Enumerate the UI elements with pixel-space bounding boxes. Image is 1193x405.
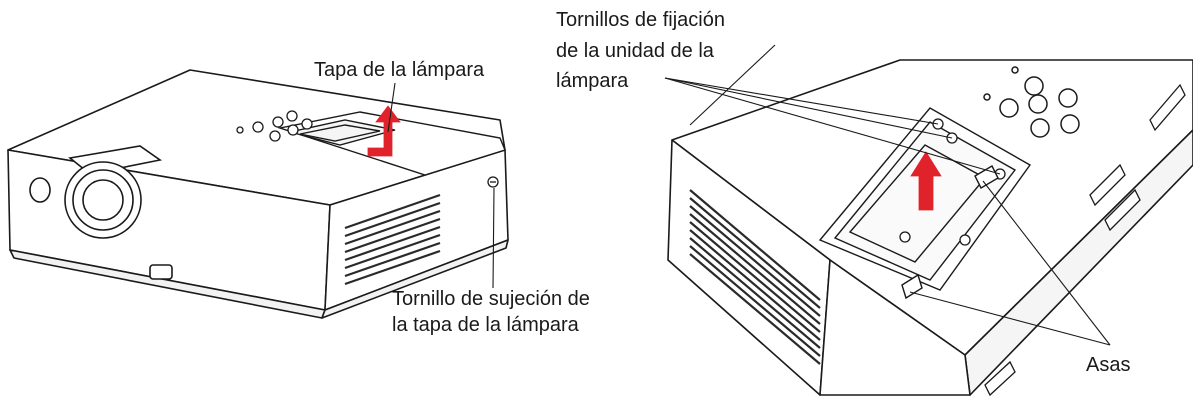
- unit-screws-label-line3: lámpara: [556, 70, 629, 92]
- lens-assembly: [29, 145, 162, 239]
- leader-lines-left: [387, 82, 495, 289]
- side-ports-right: [984, 83, 1186, 397]
- cover-screw-label-line2: la tapa de la lámpara: [392, 314, 579, 336]
- cover-screw-label-line1: Tornillo de sujeción de: [392, 288, 590, 310]
- projector-left: [7, 69, 509, 319]
- side-vents-left: [344, 193, 441, 286]
- unit-screws-label-line1: Tornillos de fijación: [556, 9, 725, 31]
- lift-arrow-left: [367, 105, 401, 157]
- control-buttons-right: [983, 66, 1080, 138]
- front-vents-right: [689, 189, 821, 365]
- unit-screws-label-line2: de la unidad de la: [556, 40, 714, 62]
- handles-label: Asas: [1086, 354, 1131, 376]
- lamp-cover: [277, 111, 506, 176]
- leader-lines-right: [664, 44, 1111, 346]
- lift-arrow-right: [910, 151, 942, 211]
- lamp-cover-label: Tapa de la lámpara: [314, 59, 485, 81]
- control-buttons-left: [236, 110, 313, 142]
- cover-screw: [487, 176, 499, 188]
